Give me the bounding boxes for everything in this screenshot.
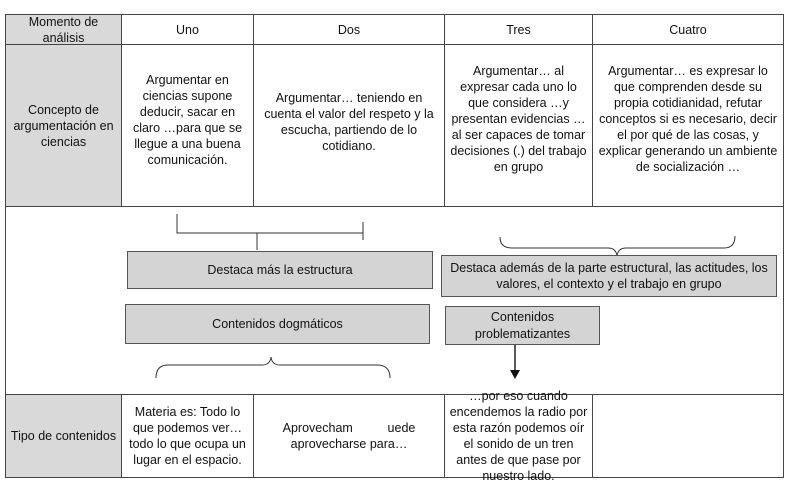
row-label-tipo: Tipo de contenidos — [5, 394, 122, 478]
box-text: Destaca además de la parte estructural, … — [450, 260, 768, 291]
row-label-text: Tipo de contenidos — [10, 429, 117, 443]
header-tres: Tres — [444, 14, 593, 45]
cell-text: Argumentar… es expresar lo que comprende… — [598, 64, 778, 174]
row-label-text: Concepto de argumentación en ciencias — [13, 102, 114, 149]
box-problematizantes: Contenidos problematizantes — [445, 306, 600, 345]
header-label: Tres — [506, 22, 531, 37]
cell-text: Materia es: Todo lo que podemos ver… tod… — [129, 405, 246, 467]
header-label: Uno — [176, 22, 199, 37]
row-label-concepto: Concepto de argumentación en ciencias — [5, 44, 122, 207]
tipo-cuatro — [592, 394, 784, 478]
bracket-right-top — [499, 235, 736, 257]
bracket-left-top — [176, 214, 364, 240]
concepto-cuatro: Argumentar… es expresar lo que comprende… — [592, 44, 784, 207]
header-momento: Momento de análisis — [5, 14, 122, 45]
tipo-dos: Aprovecham uede aprovecharse para… — [253, 394, 445, 478]
header-label: Dos — [337, 22, 361, 37]
box-ademas: Destaca además de la parte estructural, … — [441, 255, 777, 297]
box-text: Destaca más la estructura — [207, 262, 353, 277]
box-estructura: Destaca más la estructura — [127, 251, 433, 289]
box-text: Contenidos problematizantes — [474, 310, 571, 341]
tipo-uno: Materia es: Todo lo que podemos ver… tod… — [121, 394, 254, 478]
arrow-head-icon — [510, 370, 520, 379]
box-text: Contenidos dogmáticos — [212, 316, 343, 331]
header-cuatro: Cuatro — [592, 14, 784, 45]
concepto-dos: Argumentar… teniendo en cuenta el valor … — [253, 44, 445, 207]
box-dogmaticos: Contenidos dogmáticos — [125, 304, 430, 344]
cell-text: …por eso cuando encendemos la radio por … — [449, 389, 588, 483]
brace-dogmaticos — [155, 356, 391, 379]
cell-text: Aprovecham uede aprovecharse para… — [282, 421, 419, 451]
header-label: Cuatro — [669, 22, 707, 37]
header-label: Momento de análisis — [28, 14, 99, 45]
cell-text: Argumentar… teniendo en cuenta el valor … — [264, 91, 434, 153]
middle-band — [5, 206, 784, 395]
cell-text: Argumentar… al expresar cada uno lo que … — [450, 64, 587, 174]
cell-text: Argumentar en ciencias supone deducir, s… — [132, 73, 243, 167]
tipo-tres: …por eso cuando encendemos la radio por … — [444, 389, 593, 483]
